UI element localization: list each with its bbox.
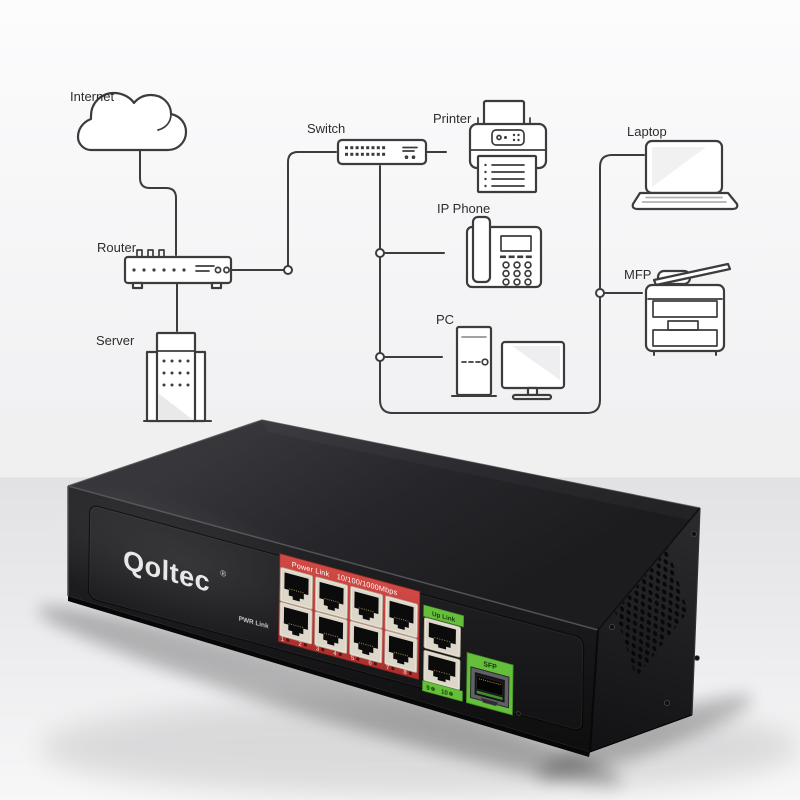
cloud-icon (76, 91, 188, 152)
switch-ports-dots (345, 146, 386, 156)
uplink-panel: Up Link 9 10 (422, 604, 464, 702)
product-photo: Qoltec ® PWR Link Power Link 10/100/1000… (17, 419, 800, 796)
chassis-top-face (68, 420, 700, 630)
svg-text:3: 3 (316, 645, 320, 653)
label-printer: Printer (433, 111, 472, 126)
svg-text:1: 1 (281, 636, 285, 644)
switch-icon (336, 138, 428, 166)
sfp-screw (516, 711, 521, 717)
connection-lines (139, 150, 645, 414)
junction-dots (283, 248, 605, 362)
laptop-icon (631, 139, 739, 211)
printer-paper-lines (484, 163, 525, 188)
label-laptop: Laptop (627, 124, 667, 139)
printer-panel-dots (512, 133, 520, 142)
mfp-icon (644, 262, 732, 356)
svg-text:2: 2 (298, 640, 302, 648)
printer-icon (468, 99, 548, 194)
sfp-label: SFP (483, 659, 497, 672)
pc-icon (451, 325, 566, 401)
line-junction-switch (287, 151, 337, 267)
uplink-led (449, 691, 453, 696)
svg-text:5: 5 (351, 654, 355, 662)
uplink-port-numbers: 9 10 (426, 684, 448, 697)
svg-text:10: 10 (441, 688, 448, 697)
svg-text:8: 8 (403, 669, 407, 677)
front-panel: Qoltec ® PWR Link Power Link 10/100/1000… (17, 483, 585, 731)
front-face-glow (17, 483, 358, 646)
svg-text:6: 6 (368, 659, 372, 667)
line-switch-trunk (379, 154, 645, 414)
server-dots (162, 359, 190, 387)
power-port-numbers: 1 2 3 4 5 6 7 8 (281, 636, 407, 677)
power-port-leds (286, 638, 412, 675)
uplink-led (431, 686, 435, 691)
label-mfp: MFP (624, 267, 651, 282)
label-ip-phone: IP Phone (437, 201, 490, 216)
side-vents (615, 548, 688, 678)
sfp-cage (469, 666, 510, 709)
label-switch: Switch (307, 121, 345, 136)
label-pc: PC (436, 312, 454, 327)
router-leds (132, 268, 186, 272)
chassis-bottom-lip (68, 596, 590, 757)
phone-dashes (500, 255, 532, 259)
label-router: Router (97, 240, 137, 255)
svg-text:7: 7 (386, 664, 390, 672)
phone-keypad (502, 261, 532, 286)
label-internet: Internet (70, 89, 114, 104)
svg-text:9: 9 (426, 684, 430, 692)
side-screws (609, 531, 700, 707)
server-icon (143, 331, 212, 423)
line-internet-router (139, 150, 177, 256)
label-server: Server (96, 333, 135, 348)
brand-registered-mark: ® (220, 568, 226, 579)
sfp-panel: SFP (466, 652, 521, 717)
svg-text:4: 4 (333, 650, 337, 658)
router-icon (123, 249, 233, 290)
network-diagram: Internet Router (70, 89, 739, 423)
power-ports-panel: Power Link 10/100/1000Mbps 1 2 (278, 553, 421, 680)
ip-phone-icon (465, 215, 543, 289)
